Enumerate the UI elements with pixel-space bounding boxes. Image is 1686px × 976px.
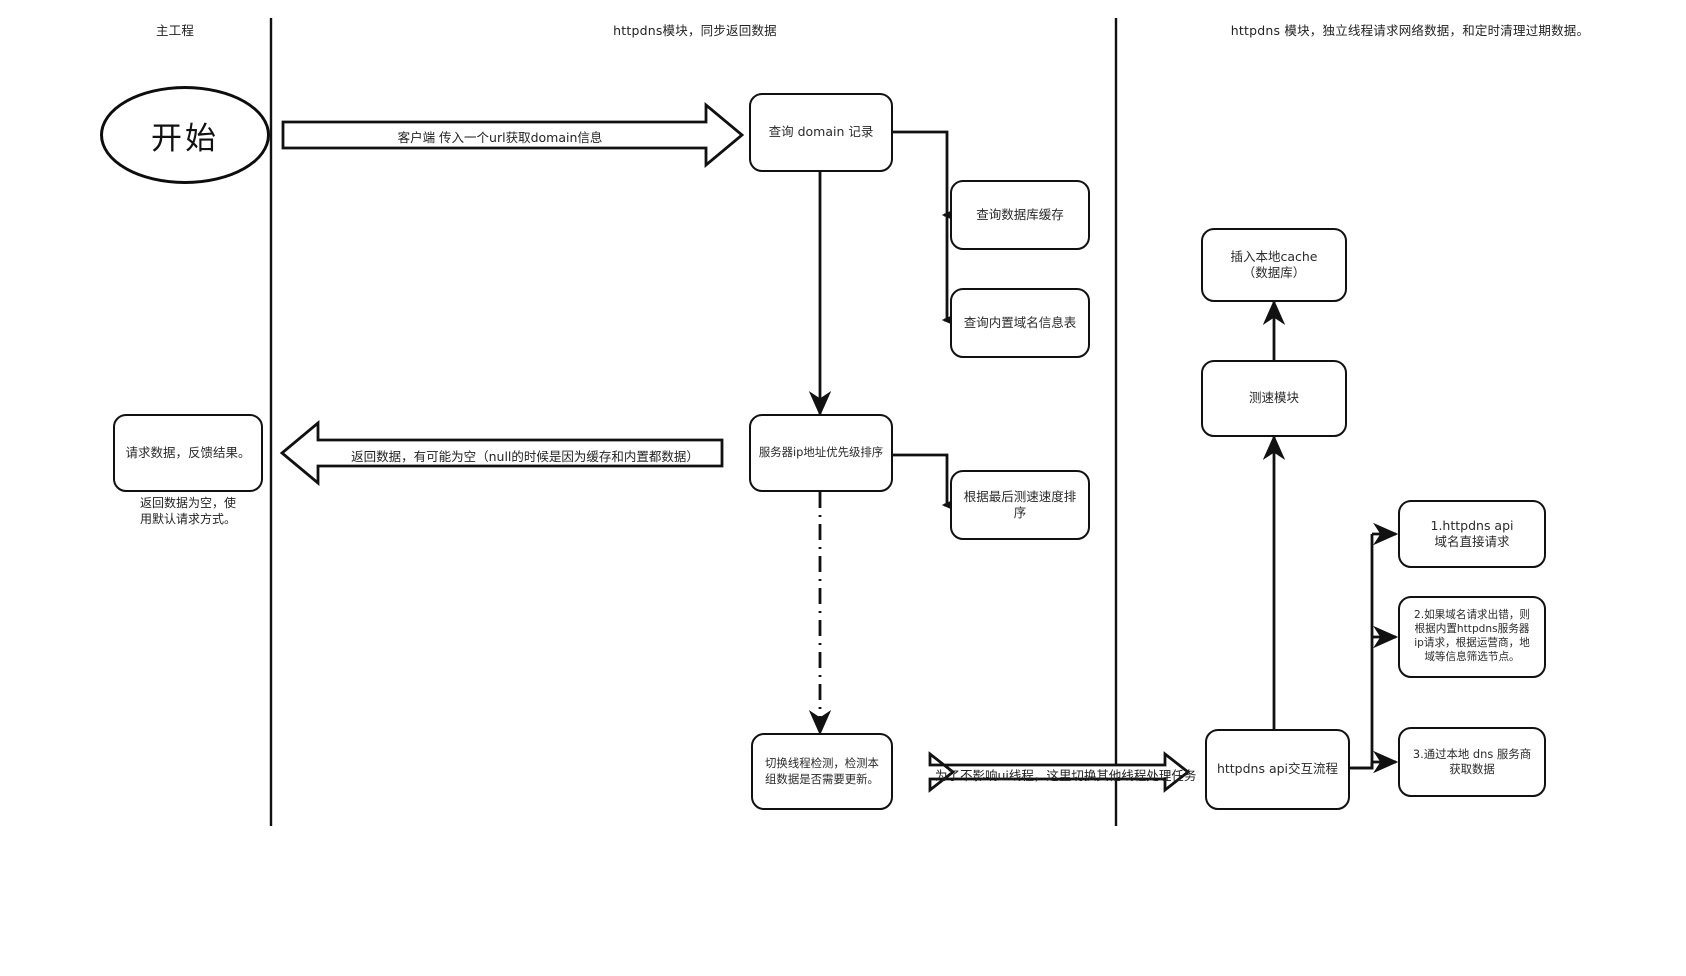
node-sort-by-speed[interactable]: 根据最后测速速度排序	[950, 470, 1090, 540]
node-option-3-label: 3.通过本地 dns 服务商 获取数据	[1412, 746, 1532, 776]
node-option-1[interactable]: 1.httpdns api 域名直接请求	[1398, 500, 1546, 568]
node-speed-module-label: 测速模块	[1248, 390, 1299, 406]
edge-label-return-data: 返回数据，有可能为空（null的时候是因为缓存和内置都数据）	[351, 449, 699, 464]
lane-title-httpdns-thread: httpdns 模块，独立线程请求网络数据，和定时清理过期数据。	[1230, 23, 1590, 38]
edge-label-switch-thread: 为了不影响ui线程，这里切换其他线程处理任务	[935, 768, 1197, 783]
lane-title-httpdns-sync: httpdns模块，同步返回数据	[613, 23, 777, 38]
node-sort-by-speed-label: 根据最后测速速度排序	[963, 488, 1077, 521]
node-request-feedback[interactable]: 请求数据，反馈结果。	[113, 414, 263, 492]
node-switch-thread-label: 切换线程检测，检测本 组数据是否需要更新。	[765, 756, 879, 786]
start-node[interactable]: 开始	[100, 86, 270, 184]
node-insert-local-cache[interactable]: 插入本地cache （数据库）	[1201, 228, 1347, 302]
node-option-2[interactable]: 2.如果域名请求出错，则 根据内置httpdns服务器 ip请求，根据运营商，地…	[1398, 596, 1546, 678]
node-request-feedback-label: 请求数据，反馈结果。	[125, 444, 251, 460]
edge-label-client-url: 客户端 传入一个url获取domain信息	[397, 130, 603, 145]
node-query-db-cache[interactable]: 查询数据库缓存	[950, 180, 1090, 250]
node-query-domain[interactable]: 查询 domain 记录	[749, 93, 893, 172]
node-ip-priority-sort-label: 服务器ip地址优先级排序	[758, 445, 884, 460]
node-query-builtin[interactable]: 查询内置域名信息表	[950, 288, 1090, 358]
branch-sort-to-speedsort	[893, 453, 949, 505]
node-httpdns-api-flow[interactable]: httpdns api交互流程	[1205, 729, 1350, 810]
node-option-3[interactable]: 3.通过本地 dns 服务商 获取数据	[1398, 727, 1546, 797]
node-ip-priority-sort[interactable]: 服务器ip地址优先级排序	[749, 414, 893, 492]
node-query-db-cache-label: 查询数据库缓存	[976, 206, 1064, 222]
node-switch-thread[interactable]: 切换线程检测，检测本 组数据是否需要更新。	[751, 733, 893, 810]
node-option-1-label: 1.httpdns api 域名直接请求	[1430, 517, 1514, 550]
branch-api-to-options	[1350, 534, 1374, 770]
branch-domain-to-queries	[893, 130, 949, 320]
node-httpdns-api-flow-label: httpdns api交互流程	[1216, 761, 1339, 777]
node-insert-local-cache-label: 插入本地cache （数据库）	[1230, 248, 1318, 281]
node-query-builtin-label: 查询内置域名信息表	[963, 314, 1077, 330]
note-empty-default: 返回数据为空，使 用默认请求方式。	[139, 496, 236, 527]
node-speed-module[interactable]: 测速模块	[1201, 360, 1347, 437]
node-query-domain-label: 查询 domain 记录	[768, 124, 874, 140]
lane-title-main: 主工程	[155, 23, 195, 38]
branch-api-to-opt3	[1350, 762, 1374, 770]
node-option-2-label: 2.如果域名请求出错，则 根据内置httpdns服务器 ip请求，根据运营商，地…	[1413, 609, 1531, 663]
